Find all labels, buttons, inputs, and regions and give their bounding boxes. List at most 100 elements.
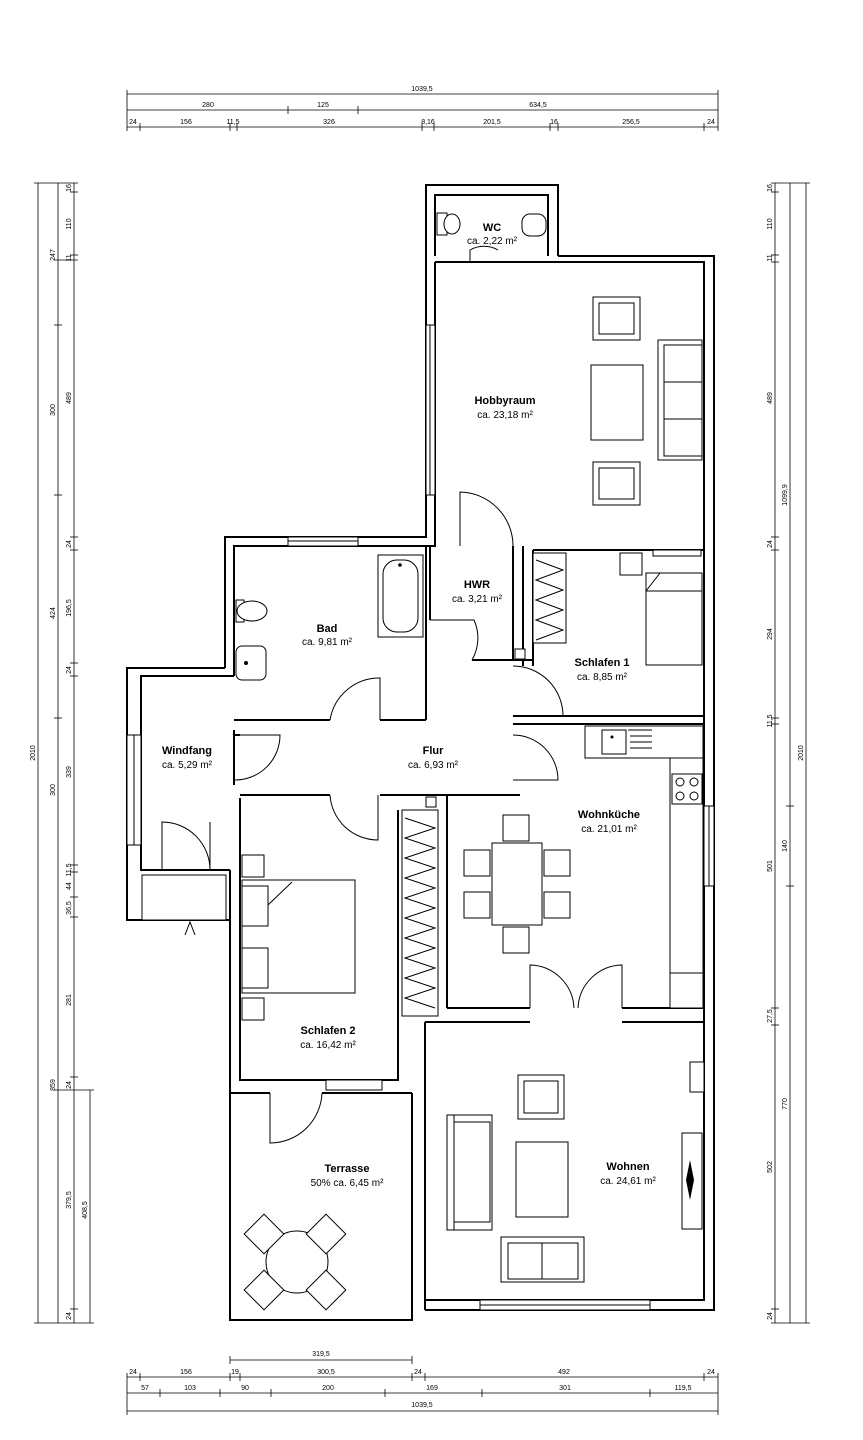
dim-bottom-2-2: 156 bbox=[180, 1369, 192, 1376]
sink-icon bbox=[521, 213, 547, 237]
stove-icon bbox=[671, 773, 703, 805]
dim-left-3-11: 36,5 bbox=[66, 901, 73, 915]
room-area-schlafen2: ca. 16,42 m² bbox=[300, 1040, 356, 1051]
dim-right-1-11: 24 bbox=[767, 1312, 774, 1320]
armchair-icon bbox=[592, 296, 641, 341]
room-name-hwr: HWR bbox=[464, 579, 490, 591]
dim-bottom-2-7: 24 bbox=[707, 1369, 715, 1376]
left-dimensions: 2010 247 300 424 300 859 16 110 11 489 2… bbox=[30, 182, 94, 1324]
kitchen-counter-icon bbox=[584, 725, 704, 974]
door-hwr bbox=[430, 619, 479, 661]
dim-right-1-6: 294 bbox=[767, 628, 774, 640]
dim-left-3-5: 24 bbox=[66, 540, 73, 548]
dim-bottom-1: 319,5 bbox=[312, 1351, 330, 1358]
sofa-icon bbox=[500, 1236, 585, 1283]
dim-left-3-2: 110 bbox=[66, 218, 73, 229]
dim-left-total: 2010 bbox=[30, 745, 37, 761]
dim-left-3-13: 24 bbox=[66, 1081, 73, 1089]
dim-top-3-8: 256,5 bbox=[622, 119, 640, 126]
room-name-terrasse: Terrasse bbox=[324, 1163, 369, 1175]
room-name-schlafen2: Schlafen 2 bbox=[300, 1025, 355, 1037]
fridge-icon bbox=[669, 972, 704, 1009]
dining-table-icon bbox=[463, 814, 571, 954]
dim-top-3-6: 201,5 bbox=[483, 119, 501, 126]
dim-right-1-2: 110 bbox=[767, 218, 774, 229]
dim-right-1-4: 489 bbox=[767, 392, 774, 404]
room-area-wc: ca. 2,22 m² bbox=[467, 236, 518, 247]
room-name-wohnkueche: Wohnküche bbox=[578, 809, 640, 821]
dim-left-3-7: 24 bbox=[66, 666, 73, 674]
room-name-hobbyraum: Hobbyraum bbox=[474, 395, 535, 407]
dim-top-3-3: 11,5 bbox=[226, 119, 239, 126]
dim-bottom-2-4: 300,5 bbox=[317, 1369, 335, 1376]
dim-top-3-1: 24 bbox=[129, 119, 137, 126]
dim-top-2-2: 125 bbox=[317, 102, 329, 109]
toilet-icon bbox=[235, 599, 268, 623]
room-area-windfang: ca. 5,29 m² bbox=[162, 760, 213, 771]
door-wc bbox=[469, 245, 499, 262]
room-area-bad: ca. 9,81 m² bbox=[302, 637, 353, 648]
dim-right-1-7: 11,5 bbox=[767, 714, 774, 727]
door-flur-kueche bbox=[512, 734, 559, 781]
dim-top-3-4: 326 bbox=[323, 119, 335, 126]
room-name-flur: Flur bbox=[423, 745, 444, 757]
door-schlafen2 bbox=[329, 794, 379, 841]
sink-icon bbox=[235, 645, 267, 681]
door-wohnen-left bbox=[529, 964, 575, 1009]
dim-left-3-12: 281 bbox=[66, 994, 73, 1006]
table-icon bbox=[590, 364, 644, 441]
chimney-shaft bbox=[425, 796, 437, 808]
dim-right-1-3: 11 bbox=[767, 254, 774, 261]
dim-bottom-2-1: 24 bbox=[129, 1369, 137, 1376]
dim-right-1-9: 27,5 bbox=[767, 1009, 774, 1023]
dim-left-3-1: 16 bbox=[66, 184, 73, 192]
dim-left-3-8: 339 bbox=[66, 766, 73, 778]
dim-left-2-3: 424 bbox=[50, 607, 57, 619]
dim-left-3-6: 196,5 bbox=[66, 599, 73, 617]
dim-bottom-3-3: 90 bbox=[241, 1385, 249, 1392]
bed-icon bbox=[645, 572, 703, 666]
sofa-icon bbox=[446, 1114, 493, 1231]
wardrobe-icon bbox=[532, 552, 567, 644]
doors bbox=[141, 245, 623, 1144]
dim-bottom-3-6: 301 bbox=[559, 1385, 571, 1392]
door-entrance bbox=[161, 821, 211, 871]
furniture bbox=[235, 212, 704, 1311]
dim-bottom-3-1: 57 bbox=[141, 1385, 149, 1392]
dim-right-1-1: 16 bbox=[767, 184, 774, 192]
wohnen-niche bbox=[689, 1061, 705, 1093]
room-area-terrasse: 50% ca. 6,45 m² bbox=[311, 1178, 384, 1189]
sofa-icon bbox=[657, 339, 703, 461]
dim-right-2-3: 770 bbox=[782, 1098, 789, 1110]
toilet-icon bbox=[436, 212, 461, 236]
right-dimensions: 16 110 11 489 24 294 11,5 501 27,5 502 2… bbox=[767, 182, 810, 1324]
room-name-bad: Bad bbox=[317, 623, 338, 635]
room-name-wohnen: Wohnen bbox=[606, 1161, 649, 1173]
dim-top-2-3: 634,5 bbox=[529, 102, 547, 109]
dim-right-total: 2010 bbox=[798, 745, 805, 761]
room-name-wc: WC bbox=[483, 222, 501, 234]
top-dimensions: 1039,5 280 125 634,5 24 156 11,5 326 8,1… bbox=[126, 86, 719, 131]
room-name-schlafen1: Schlafen 1 bbox=[574, 657, 629, 669]
door-hobbyraum bbox=[459, 491, 514, 547]
nightstand-icon bbox=[241, 997, 265, 1021]
dim-top-3-2: 156 bbox=[180, 119, 192, 126]
room-area-wohnkueche: ca. 21,01 m² bbox=[581, 824, 637, 835]
door-schlafen1 bbox=[512, 665, 564, 717]
entrance-step bbox=[141, 874, 227, 921]
dim-top-3-5: 8,16 bbox=[421, 119, 435, 126]
door-bad bbox=[329, 677, 381, 721]
dim-right-2-1: 1099,9 bbox=[782, 484, 789, 506]
room-area-wohnen: ca. 24,61 m² bbox=[600, 1176, 656, 1187]
window-schlafen2 bbox=[325, 1079, 383, 1091]
bathtub-icon bbox=[377, 554, 424, 638]
coffee-table-icon bbox=[515, 1141, 569, 1218]
bed-icon bbox=[241, 879, 356, 994]
dim-left-2-4: 300 bbox=[50, 784, 57, 796]
dim-left-2-5: 859 bbox=[50, 1079, 57, 1091]
dim-bottom-2-3: 19 bbox=[231, 1369, 239, 1376]
dim-left-2-1: 247 bbox=[50, 249, 57, 261]
dim-bottom-3-7: 119,5 bbox=[675, 1385, 692, 1392]
dim-bottom-2-6: 492 bbox=[558, 1369, 570, 1376]
